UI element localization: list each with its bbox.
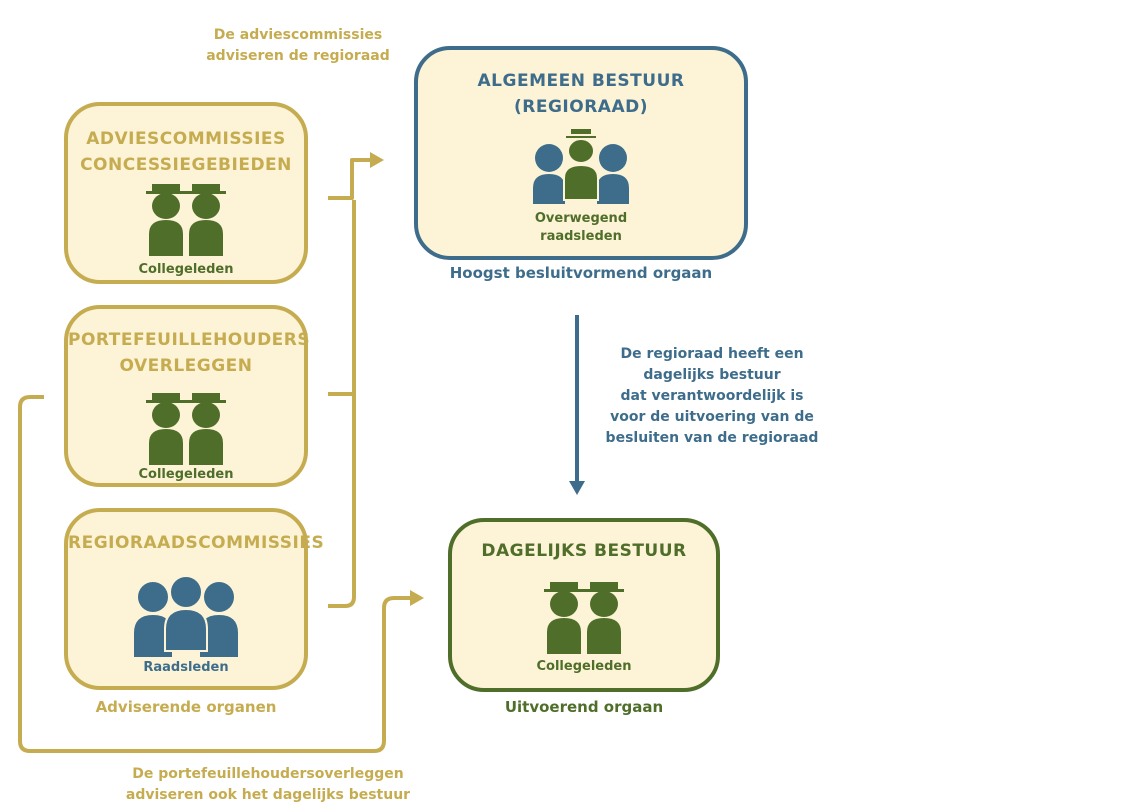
box-council-committees-people-label: Raadsleden	[143, 660, 229, 675]
box-portfolio-holders: Portefeuillehouders overleggen Collegele…	[64, 305, 311, 487]
person-with-hat-icon	[146, 184, 226, 256]
arrowhead-to-daily-board	[410, 590, 424, 606]
box-council-committees: Regioraadscommissies Raadsleden	[64, 508, 325, 690]
general-board-caption: Hoogst besluitvormend orgaan	[449, 264, 713, 282]
note-portfolio-to-daily-board: De portefeuillehoudersoverleggen adviser…	[125, 766, 411, 803]
box-council-committees-title: Regioraadscommissies	[68, 533, 325, 553]
connector-branch-bottom	[328, 200, 356, 608]
box-advisory-committees-title: Adviescommissies concessiegebieden	[80, 129, 292, 175]
arrowhead-to-general-board	[370, 152, 384, 168]
box-advisory-committees: Adviescommissies concessiegebieden Colle…	[64, 102, 308, 284]
daily-board-caption: Uitvoerend orgaan	[504, 698, 664, 716]
advisory-to-general-board-connector	[328, 158, 372, 200]
note-advisory-to-council: De adviescommissies adviseren de regiora…	[206, 27, 390, 64]
arrowhead-down	[569, 481, 585, 495]
note-daily-board-responsibility: De regioraad heeft een dagelijks bestuur…	[605, 346, 819, 446]
advisory-bodies-caption: Adviserende organen	[95, 698, 277, 716]
box-general-board: Algemeen bestuur (regioraad) Overwegend …	[414, 46, 748, 260]
person-with-hat-icon	[544, 582, 624, 654]
portfolio-to-daily-board-connector	[18, 395, 412, 753]
box-general-board-title: Algemeen bestuur (regioraad)	[477, 71, 685, 117]
box-general-board-people-label: Overwegend raadsleden	[534, 211, 628, 244]
person-with-hat-icon	[146, 393, 226, 465]
box-portfolio-holders-title: Portefeuillehouders overleggen	[68, 330, 311, 376]
box-daily-board: Dagelijks bestuur Collegeleden	[448, 518, 720, 692]
box-portfolio-holders-people-label: Collegeleden	[138, 467, 234, 482]
person-icon	[134, 575, 238, 657]
box-advisory-committees-people-label: Collegeleden	[138, 262, 234, 277]
person-with-hat-icon	[533, 128, 629, 204]
box-daily-board-people-label: Collegeleden	[536, 659, 632, 674]
box-daily-board-title: Dagelijks bestuur	[481, 541, 687, 561]
